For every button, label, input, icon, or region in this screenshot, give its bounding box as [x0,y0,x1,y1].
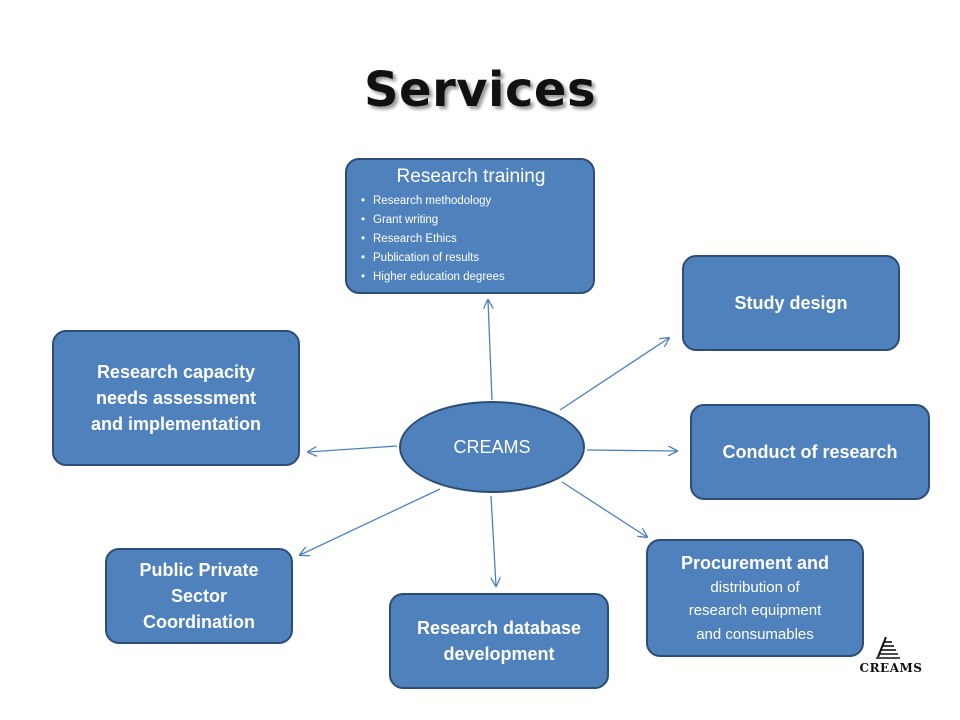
arrow-to-ppp [300,488,441,555]
arrow-to-procurement [561,481,647,537]
list-item: Research Ethics [361,230,581,249]
logo-text: CREAMS [859,661,923,675]
logo-mark-icon [876,636,900,659]
arrow-to-study-design [559,338,669,411]
box-label: Research database [416,617,582,638]
list-item: Research methodology [361,192,581,211]
box-label: and consumables [696,625,814,643]
research-training-heading: Research training [396,166,546,187]
center-label: CREAMS [453,436,531,457]
box-label: Sector [170,585,228,606]
box-label: needs assessment [95,387,257,408]
page-title: Services [363,62,597,118]
box-label: research equipment [688,602,822,620]
box-label: Conduct of research [722,441,898,462]
box-label: and implementation [90,414,261,435]
box-label: development [443,644,555,664]
ppp-box: Public Private Sector Coordination [105,548,293,644]
box-label: Public Private [139,559,259,580]
box-label: Procurement and [680,553,830,574]
arrow-to-conduct-research [586,450,677,451]
creams-logo: CREAMS [848,633,934,675]
box-label: distribution of [710,579,800,597]
box-label: Study design [734,292,848,313]
research-training-list: Research methodology Grant writing Resea… [361,192,581,287]
list-item: Grant writing [361,211,581,230]
list-item: Higher education degrees [361,268,581,287]
arrow-to-database [490,495,496,586]
list-item: Publication of results [361,249,581,268]
arrow-to-capacity [308,445,398,452]
arrow-to-research-training [488,300,492,401]
capacity-box: Research capacity needs assessment and i… [52,330,300,466]
box-label: Coordination [143,612,255,633]
conduct-research-box: Conduct of research [690,404,930,500]
procurement-box: Procurement and distribution of research… [646,539,864,657]
database-box: Research database development [389,593,609,689]
research-training-box: Research training Research methodology G… [345,158,595,294]
creams-center-node: CREAMS [399,401,585,493]
study-design-box: Study design [682,255,900,351]
box-label: Research capacity [96,361,256,382]
